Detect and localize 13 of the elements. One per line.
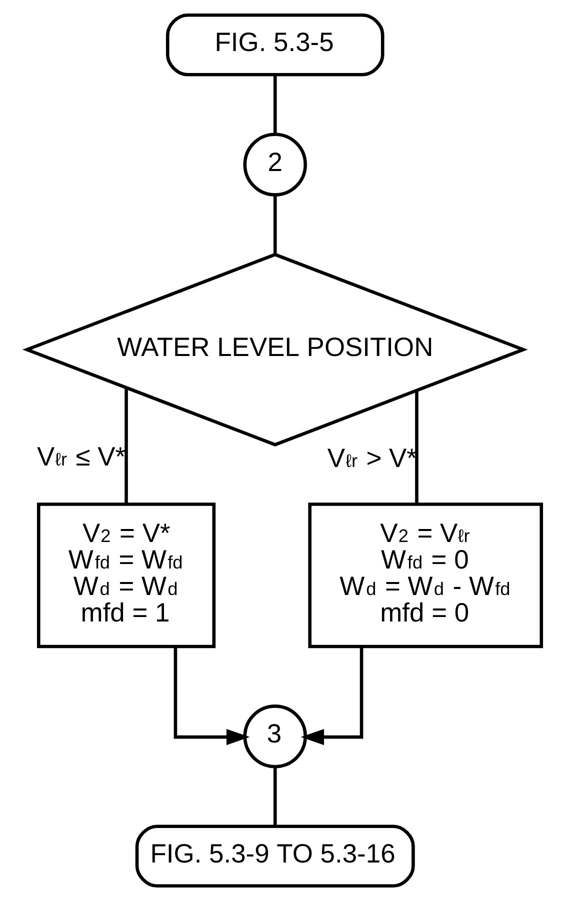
arrow xyxy=(300,646,363,746)
connector xyxy=(272,75,276,134)
connector xyxy=(124,388,128,504)
connector xyxy=(272,195,276,254)
node-box: FIG. 5.3-5 xyxy=(165,13,384,76)
node-box: FIG. 5.3-9 TO 5.3-16 xyxy=(134,824,414,888)
connector xyxy=(414,390,418,504)
node-circle: 3 xyxy=(242,704,306,768)
node-box: V2 = Vℓr Wfd = 0 Wd = Wd - Wfd mfd = 0 xyxy=(308,502,543,648)
node-circle: 2 xyxy=(242,132,306,196)
arrow xyxy=(173,646,250,746)
connector xyxy=(272,767,276,826)
node-box: V2 = V* Wfd = Wfd Wd = Wd mfd = 1 xyxy=(36,502,216,648)
